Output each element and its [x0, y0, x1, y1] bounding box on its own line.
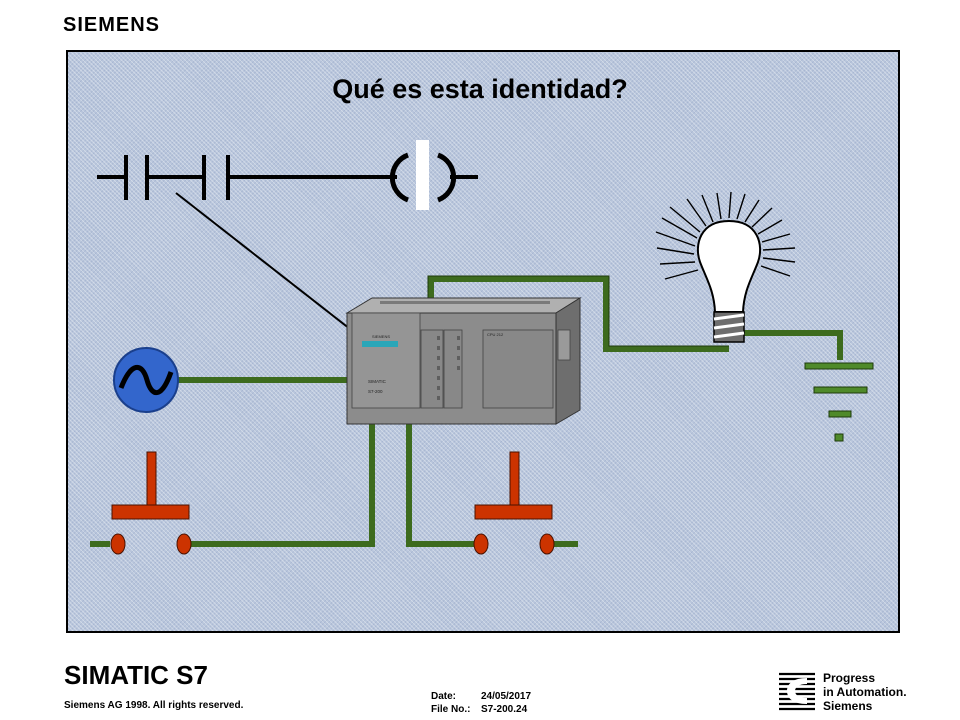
tagline: Progress in Automation. Siemens [823, 671, 907, 713]
contact-symbol [97, 155, 370, 200]
footer-title: SIMATIC S7 [64, 660, 208, 690]
plc-cpu-label: CPU 212 [487, 332, 504, 337]
date-value: 24/05/2017 [481, 691, 532, 702]
file-label: File No.: [431, 704, 471, 715]
tagline-line-2: in Automation. [823, 685, 907, 699]
siemens-brand: SIEMENS [63, 14, 161, 36]
pushbutton-icon [473, 451, 555, 555]
tagline-line-3: Siemens [823, 699, 873, 713]
ground-icon [804, 362, 874, 442]
date-label: Date: [431, 691, 457, 702]
plc-model-label: SIMATIC [368, 379, 387, 384]
plc-module-label: SIEMENS [372, 334, 390, 339]
tagline-line-1: Progress [823, 671, 876, 685]
copyright-text: Siemens AG 1998. All rights reserved. [64, 700, 244, 711]
siemens-logo-icon [779, 672, 815, 711]
document-meta: Date: 24/05/2017 File No.: S7-200.24 [431, 690, 531, 716]
wiring-outline [427, 275, 729, 347]
coil-symbol [370, 140, 478, 210]
file-value: S7-200.24 [481, 704, 528, 715]
ac-source-icon [113, 347, 179, 413]
wiring [90, 276, 843, 547]
plc-unit: SIEMENS SIMATIC S7-200 CPU 212 [345, 297, 582, 425]
plc-series-label: S7-200 [368, 389, 383, 394]
slide-title: Qué es esta identidad? [332, 74, 628, 104]
light-bulb-icon [655, 191, 796, 343]
pushbutton-icon [110, 451, 192, 555]
